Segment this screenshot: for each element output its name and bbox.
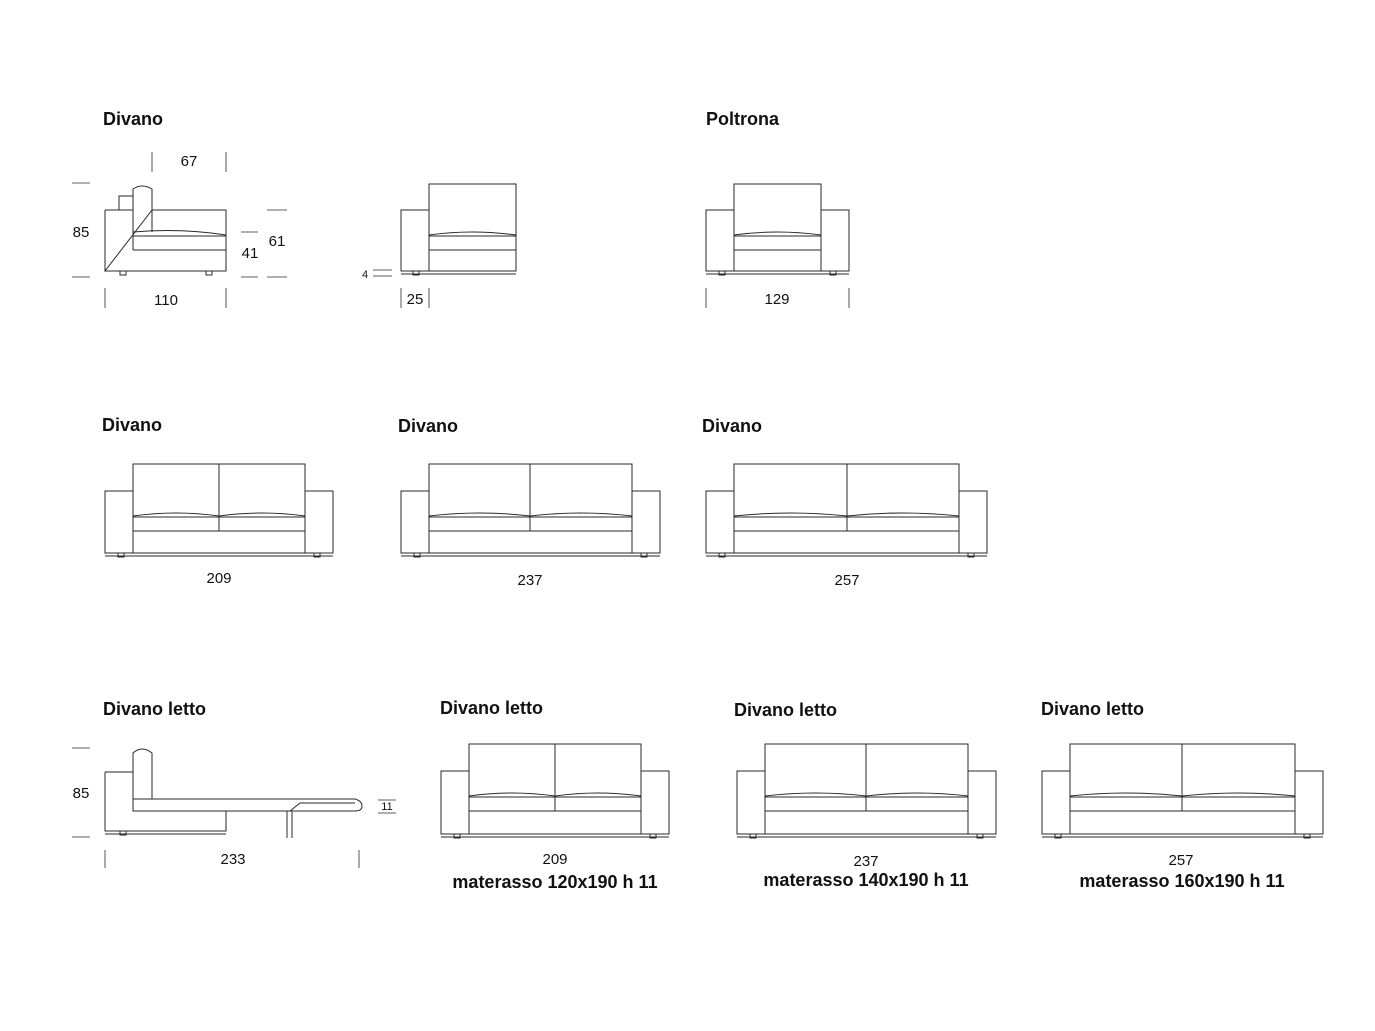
sofa-257-title: Divano <box>702 416 762 436</box>
side-back-frame <box>118 195 134 211</box>
armchair-width-label: 129 <box>764 291 789 308</box>
side-depth-label: 67 <box>181 153 198 170</box>
sofa-bed-209-mattress: materasso 120x190 h 11 <box>452 872 657 892</box>
side-length-label: 110 <box>154 292 178 309</box>
sofa-bed-257-width: 257 <box>1168 852 1193 869</box>
sofa-side-view: Divano 67 85 41 61 110 <box>72 109 287 309</box>
sofa-bed-side-title: Divano letto <box>103 699 206 719</box>
sofa-bed-open-length: 233 <box>220 851 245 868</box>
sofa-bed-209-width: 209 <box>542 851 567 868</box>
sofa-bed-237-mattress: materasso 140x190 h 11 <box>763 870 968 890</box>
sofa-209-front-view: Divano 209 <box>102 415 334 587</box>
sofa-bed-237-width: 237 <box>853 853 878 870</box>
side-height-label: 85 <box>73 224 90 241</box>
mattress-height-label: 11 <box>381 801 392 813</box>
sofa-209-title: Divano <box>102 415 162 435</box>
sofa-257-front-view: Divano 257 <box>702 416 988 589</box>
sofa-bed-237-front-view: Divano letto 237 materasso 140x190 h 11 <box>734 700 997 890</box>
sofa-237-width: 237 <box>517 572 542 589</box>
sofa-side-title: Divano <box>103 109 163 129</box>
sofa-209-width: 209 <box>206 570 231 587</box>
armchair-front-view: Poltrona 129 <box>705 109 850 308</box>
seat-height-label: 41 <box>242 245 259 262</box>
sofa-257-width: 257 <box>834 572 859 589</box>
sofa-bed-height-label: 85 <box>73 785 90 802</box>
sofa-bed-209-front-view: Divano letto 209 materasso 120x190 h 11 <box>440 698 670 892</box>
sofa-bed-257-title: Divano letto <box>1041 699 1144 719</box>
foot-height-label: 4 <box>362 269 368 281</box>
module-front-view: 4 25 <box>362 183 517 308</box>
sofa-bed-209-title: Divano letto <box>440 698 543 718</box>
arm-width-label: 25 <box>407 291 424 308</box>
sofa-bed-257-front-view: Divano letto 257 materasso 160x190 h 11 <box>1041 699 1324 891</box>
sofa-bed-side-view: Divano letto 85 11 233 <box>72 699 396 868</box>
armchair-title: Poltrona <box>706 109 780 129</box>
side-back-cushion <box>132 185 153 232</box>
side-body <box>103 209 227 272</box>
sofa-bed-237-title: Divano letto <box>734 700 837 720</box>
sofa-bed-257-mattress: materasso 160x190 h 11 <box>1079 871 1284 891</box>
arm-height-label: 61 <box>269 233 286 250</box>
sofa-237-title: Divano <box>398 416 458 436</box>
sofa-237-front-view: Divano 237 <box>398 416 661 589</box>
